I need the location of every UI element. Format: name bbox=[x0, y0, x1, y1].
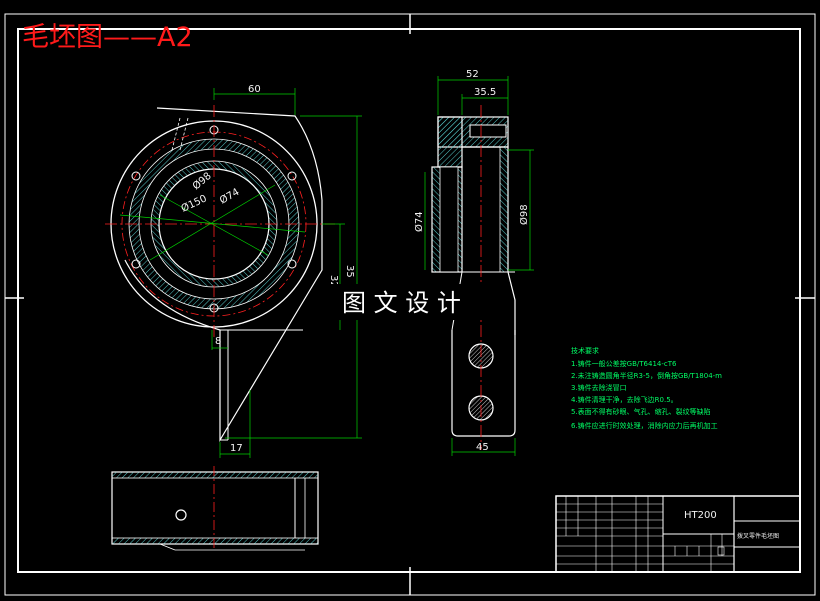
bottom-view bbox=[111, 466, 319, 551]
tech-note-item: 4.铸件清理干净，去除飞边R0.5。 bbox=[571, 395, 678, 404]
dim-dia-74-front: Ø74 bbox=[218, 186, 242, 207]
dim-45: 45 bbox=[476, 442, 489, 453]
dim-32: 32 bbox=[328, 275, 339, 288]
title-block bbox=[555, 495, 801, 573]
drawing-frame bbox=[4, 13, 816, 596]
watermark-text: 图 文 设 计 bbox=[342, 289, 461, 317]
watermark-background bbox=[330, 284, 502, 320]
tech-note-item: 2.未注铸造圆角半径R3-5，倒角按GB/T1804-m bbox=[571, 371, 722, 380]
dim-60: 60 bbox=[248, 84, 261, 95]
dim-35-5: 35.5 bbox=[474, 87, 496, 98]
side-view: 52 35.5 Ø74 Ø98 45 bbox=[413, 69, 534, 456]
tech-notes-title: 技术要求 bbox=[571, 346, 599, 355]
tech-note-item: 3.铸件去除浇冒口 bbox=[571, 383, 627, 392]
part-name-label: 拨叉零件毛坯图 bbox=[737, 532, 779, 540]
dim-52: 52 bbox=[466, 69, 479, 80]
dim-dia-150: Ø150 bbox=[179, 192, 209, 214]
dim-8: 8 bbox=[215, 336, 221, 347]
tech-note-item: 1.铸件一般公差按GB/T6414-cT6 bbox=[571, 359, 677, 368]
dim-dia-74-side: Ø74 bbox=[413, 211, 425, 232]
tech-note-item: 5.表面不得有砂眼、气孔、缩孔、裂纹等缺陷 bbox=[571, 407, 711, 416]
tech-note-item: 6.铸件应进行时效处理，消除内应力后再机加工 bbox=[571, 421, 718, 430]
dim-dia-98-side: Ø98 bbox=[518, 204, 530, 225]
technical-requirements: 技术要求 1.铸件一般公差按GB/T6414-cT6 2.未注铸造圆角半径R3-… bbox=[571, 346, 722, 430]
dim-35: 35 bbox=[344, 265, 355, 278]
front-view: 60 32 35 8 17 Ø150 Ø74 Ø98 bbox=[105, 84, 362, 458]
drawing-title: 毛坯图——A2 bbox=[22, 22, 193, 53]
dim-17: 17 bbox=[230, 443, 243, 454]
material-label: HT200 bbox=[684, 510, 717, 521]
